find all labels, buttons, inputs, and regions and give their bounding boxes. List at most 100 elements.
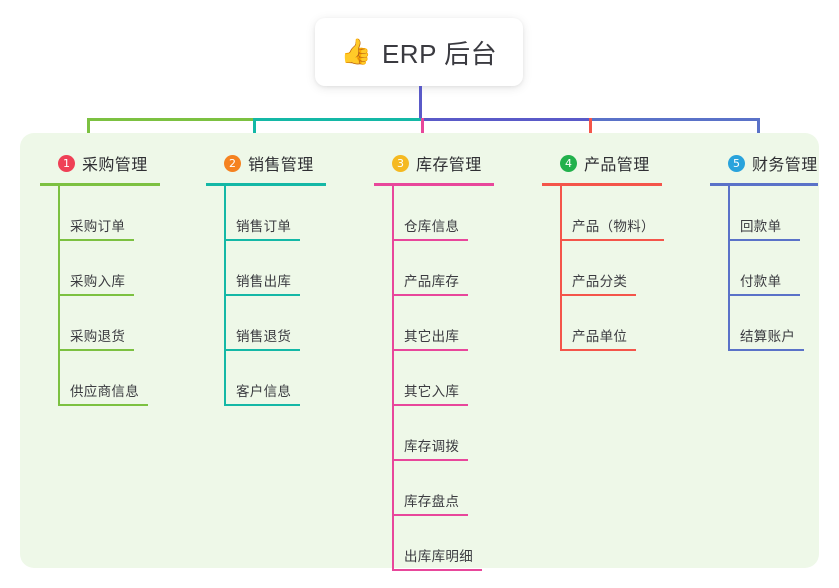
branch-item-underline (226, 294, 300, 296)
branch-item[interactable]: 付款单 (728, 241, 830, 296)
branch-item-label: 付款单 (740, 274, 782, 289)
branch-item[interactable]: 库存调拨 (392, 406, 524, 461)
branch-header-5[interactable]: 5 财务管理 (710, 148, 830, 178)
branch-item[interactable]: 其它出库 (392, 296, 524, 351)
root-node-card[interactable]: 👍 ERP 后台 (315, 18, 523, 86)
branch-item-label: 采购退货 (70, 329, 126, 344)
branch-underline (206, 183, 326, 186)
branch-title: 销售管理 (248, 157, 314, 174)
branch-title: 财务管理 (752, 157, 818, 174)
branch-item[interactable]: 销售订单 (224, 186, 356, 241)
connector-segment-3 (421, 118, 592, 121)
branch-header-3[interactable]: 3 库存管理 (374, 148, 524, 178)
branch-underline (40, 183, 160, 186)
branch-number-badge: 3 (392, 154, 409, 172)
branch-item[interactable]: 采购订单 (58, 186, 190, 241)
branch-number-badge: 1 (58, 154, 75, 172)
branch-items: 回款单付款单结算账户 (710, 186, 830, 351)
branch-item[interactable]: 结算账户 (728, 296, 830, 351)
connector-segment-4 (589, 118, 760, 121)
branch-item-label: 其它出库 (404, 329, 460, 344)
branch-item-underline (226, 239, 300, 241)
branch-item-underline (562, 294, 636, 296)
branch-item-underline (60, 239, 134, 241)
branch-column-1: 1 采购管理采购订单采购入库采购退货供应商信息 (40, 148, 190, 406)
branch-item-underline (730, 239, 800, 241)
branch-item-label: 供应商信息 (70, 384, 139, 399)
branch-items: 产品（物料） 产品分类产品单位 (542, 186, 692, 351)
branch-item-label: 销售出库 (236, 274, 292, 289)
branch-item[interactable]: 产品（物料） (560, 186, 692, 241)
connector-segment-2 (253, 118, 424, 121)
branch-item-underline (394, 294, 468, 296)
branch-item[interactable]: 销售退货 (224, 296, 356, 351)
branch-header-2[interactable]: 2 销售管理 (206, 148, 356, 178)
branch-item-underline (60, 349, 134, 351)
branch-item[interactable]: 销售出库 (224, 241, 356, 296)
branch-items: 采购订单采购入库采购退货供应商信息 (40, 186, 190, 406)
branch-item-underline (394, 239, 468, 241)
branch-item-label: 采购入库 (70, 274, 126, 289)
branch-item-underline (394, 459, 468, 461)
branch-item-label: 库存调拨 (404, 439, 460, 454)
branch-title: 库存管理 (416, 157, 482, 174)
branch-item-underline (730, 294, 800, 296)
branch-item[interactable]: 出库库明细 (392, 516, 524, 571)
thumbs-up-icon: 👍 (340, 37, 372, 66)
branch-item-underline (394, 404, 468, 406)
branch-item-underline (60, 404, 148, 406)
branch-title: 采购管理 (82, 157, 148, 174)
branch-spine (58, 186, 60, 406)
branch-item-label: 销售订单 (236, 219, 292, 234)
branch-item-underline (562, 349, 636, 351)
branch-column-3: 3 库存管理仓库信息产品库存其它出库其它入库库存调拨库存盘点出库库明细 (374, 148, 524, 571)
branch-item-underline (394, 569, 482, 571)
branch-underline (710, 183, 818, 186)
branch-item-label: 客户信息 (236, 384, 292, 399)
branch-item-label: 结算账户 (740, 329, 796, 344)
branch-item-label: 其它入库 (404, 384, 460, 399)
branch-column-2: 2 销售管理销售订单销售出库销售退货客户信息 (206, 148, 356, 406)
branch-number-badge: 5 (728, 154, 745, 172)
branch-item-label: 回款单 (740, 219, 782, 234)
branch-item-label: 销售退货 (236, 329, 292, 344)
connector-segment-1 (87, 118, 256, 121)
branch-spine (224, 186, 226, 406)
branch-item[interactable]: 产品库存 (392, 241, 524, 296)
branch-item-underline (562, 239, 664, 241)
branch-item-underline (394, 514, 468, 516)
branch-item[interactable]: 客户信息 (224, 351, 356, 406)
branch-number-badge: 2 (224, 154, 241, 172)
branch-item-label: 库存盘点 (404, 494, 460, 509)
branch-spine (728, 186, 730, 351)
branch-item-label: 产品（物料） (572, 219, 655, 234)
branch-underline (542, 183, 662, 186)
branch-item-label: 产品分类 (572, 274, 628, 289)
trunk-line (419, 86, 422, 121)
branch-item-underline (60, 294, 134, 296)
branch-item[interactable]: 库存盘点 (392, 461, 524, 516)
branch-item[interactable]: 仓库信息 (392, 186, 524, 241)
branch-header-1[interactable]: 1 采购管理 (40, 148, 190, 178)
branch-spine (392, 186, 394, 571)
branch-item[interactable]: 产品分类 (560, 241, 692, 296)
branch-item[interactable]: 采购退货 (58, 296, 190, 351)
branch-item[interactable]: 回款单 (728, 186, 830, 241)
branch-column-5: 5 财务管理回款单付款单结算账户 (710, 148, 830, 351)
branch-item-underline (730, 349, 804, 351)
branch-item[interactable]: 供应商信息 (58, 351, 190, 406)
branch-item-underline (226, 404, 300, 406)
branch-item[interactable]: 采购入库 (58, 241, 190, 296)
branch-title: 产品管理 (584, 157, 650, 174)
branch-item-label: 产品库存 (404, 274, 460, 289)
branch-item-label: 仓库信息 (404, 219, 460, 234)
branch-item-label: 产品单位 (572, 329, 628, 344)
branch-underline (374, 183, 494, 186)
branch-item[interactable]: 其它入库 (392, 351, 524, 406)
branch-spine (560, 186, 562, 351)
branch-item-label: 出库库明细 (404, 549, 473, 564)
branch-item[interactable]: 产品单位 (560, 296, 692, 351)
